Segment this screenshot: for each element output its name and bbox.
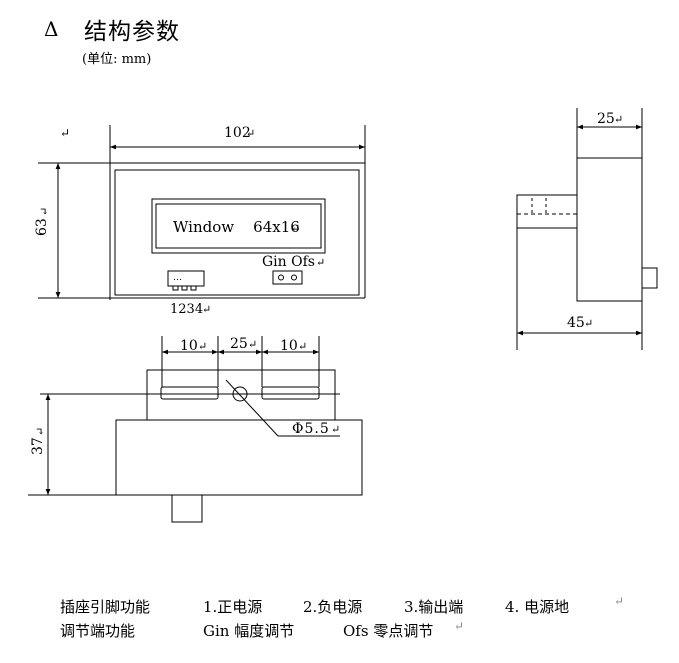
title-delta-symbol: Δ	[44, 17, 59, 41]
side-view	[516, 108, 658, 350]
side-dim-bottom-label: 45	[567, 315, 585, 331]
side-knob	[641, 267, 658, 289]
display-window-frame	[151, 198, 326, 254]
ofs-pot	[291, 274, 297, 281]
connector-label: 1234	[170, 302, 203, 317]
connector-dots: …	[173, 273, 182, 283]
para-mark: ↵	[614, 594, 625, 608]
hole-diameter-label: Φ5.5	[292, 421, 330, 437]
para-mark: ↵	[298, 340, 307, 353]
para-mark: ↵	[198, 340, 207, 353]
para-mark: ↵	[316, 256, 325, 269]
pin-item-4: 4. 电源地	[505, 598, 570, 616]
bottom-view	[28, 336, 363, 523]
para-mark: ↵	[584, 317, 593, 330]
side-dim-top-label: 25	[597, 111, 615, 127]
para-mark: ↵	[614, 113, 623, 126]
dim-width-label: 102	[224, 125, 251, 141]
gin-pot	[278, 274, 284, 281]
connector-pin-1	[172, 285, 179, 291]
para-mark: ↵	[246, 127, 255, 140]
para-mark: ↵	[454, 619, 465, 633]
display-window-inner	[155, 203, 322, 249]
adjust-item-ofs: Ofs 零点调节	[343, 622, 434, 640]
connector-pin-3	[190, 285, 197, 291]
side-connector	[516, 194, 578, 229]
page-title: 结构参数	[84, 19, 180, 45]
adjust-pots	[272, 270, 303, 285]
dim-height-label: 63	[34, 218, 50, 236]
bottom-top-plate	[146, 369, 336, 421]
front-view	[38, 125, 366, 300]
para-mark: ↵	[38, 207, 51, 216]
bottom-connector	[171, 494, 203, 523]
dim-slot-right-label: 10	[280, 338, 298, 354]
connector-pin-2	[181, 285, 188, 291]
hole-leader	[225, 379, 279, 437]
para-mark: ↵	[202, 303, 211, 316]
slot-left	[160, 386, 219, 400]
unit-note: (单位: mm)	[82, 52, 152, 67]
adjust-item-gin: Gin 幅度调节	[203, 622, 295, 640]
pins-heading: 插座引脚功能	[60, 598, 151, 616]
dim-slot-left-label: 10	[180, 338, 198, 354]
bottom-body	[115, 419, 363, 496]
pin-item-1: 1.正电源	[203, 598, 263, 616]
adjust-heading: 调节端功能	[60, 622, 136, 640]
para-mark: ↵	[291, 222, 300, 235]
dim-bottom-height-label: 37	[30, 437, 46, 455]
para-mark: ↵	[34, 427, 47, 436]
pin-item-2: 2.负电源	[303, 598, 363, 616]
window-label: Window 64x16	[173, 218, 300, 236]
slot-right	[261, 386, 320, 400]
front-inner-panel	[114, 169, 360, 296]
para-mark: ↵	[331, 423, 340, 436]
dim-center-gap-label: 25	[230, 336, 248, 352]
para-mark: ↵	[60, 126, 70, 140]
pin-item-3: 3.输出端	[404, 598, 464, 616]
adjust-label: Gin Ofs	[262, 254, 315, 270]
para-mark: ↵	[248, 338, 257, 351]
side-body	[576, 157, 643, 302]
